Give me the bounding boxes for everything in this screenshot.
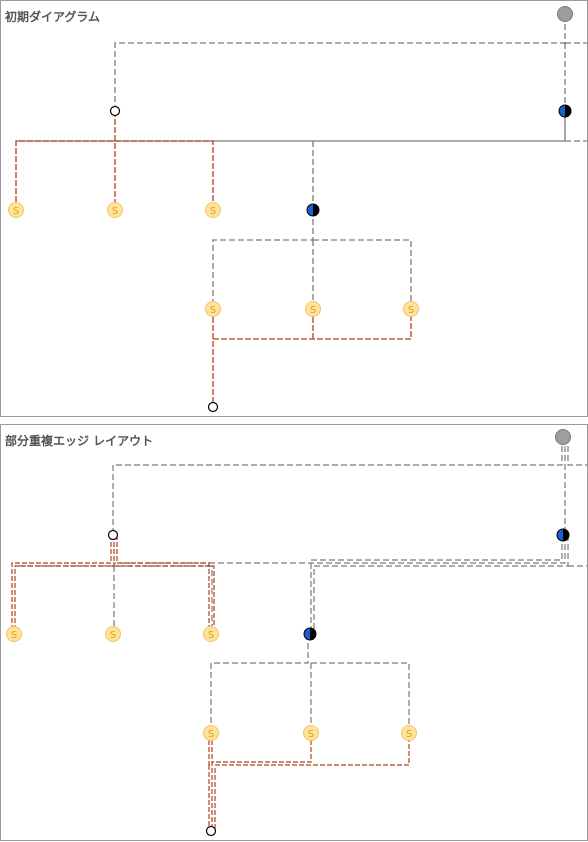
half-filled-node xyxy=(556,528,570,542)
edge xyxy=(16,111,566,142)
s-node: S xyxy=(203,725,219,741)
half-filled-node xyxy=(303,627,317,641)
terminal-node xyxy=(207,401,219,413)
edge xyxy=(311,662,410,733)
s-node: S xyxy=(8,202,24,218)
s-node: S xyxy=(403,301,419,317)
svg-text:S: S xyxy=(110,630,116,641)
svg-text:S: S xyxy=(112,206,118,217)
svg-text:S: S xyxy=(308,729,314,740)
edge xyxy=(14,535,115,634)
svg-text:S: S xyxy=(208,729,214,740)
edge xyxy=(15,140,214,210)
svg-text:S: S xyxy=(210,305,216,316)
s-node: S xyxy=(6,626,22,642)
s-node: S xyxy=(105,626,121,642)
svg-text:S: S xyxy=(11,630,17,641)
s-node: S xyxy=(205,301,221,317)
initial-diagram-canvas: S S S S S S xyxy=(8,6,587,413)
edge xyxy=(211,733,410,766)
svg-text:S: S xyxy=(210,206,216,217)
edge xyxy=(313,239,412,309)
svg-text:S: S xyxy=(408,305,414,316)
s-node: S xyxy=(203,626,219,642)
panel-title: 初期ダイアグラム xyxy=(5,10,101,24)
edge xyxy=(112,437,563,535)
overlap-layout-canvas: S S S S S S xyxy=(6,429,587,837)
half-filled-node xyxy=(306,203,320,217)
s-node: S xyxy=(205,202,221,218)
s-node: S xyxy=(401,725,417,741)
svg-text:S: S xyxy=(406,729,412,740)
edge xyxy=(567,437,587,466)
svg-text:S: S xyxy=(13,206,19,217)
terminal-node xyxy=(205,825,217,837)
edge xyxy=(11,535,112,634)
root-node xyxy=(557,6,573,22)
panel-title: 部分重複エッジ レイアウト xyxy=(5,434,154,448)
overlap-layout-panel: 部分重複エッジ レイアウト xyxy=(0,424,588,841)
svg-text:S: S xyxy=(208,630,214,641)
edge xyxy=(18,565,213,634)
edge xyxy=(113,535,566,564)
edge xyxy=(114,15,566,111)
s-node: S xyxy=(305,301,321,317)
edge xyxy=(114,565,215,634)
edge xyxy=(310,535,563,634)
junction-node xyxy=(107,529,119,541)
s-node: S xyxy=(303,725,319,741)
root-node xyxy=(555,429,571,445)
edge xyxy=(116,535,210,634)
edge xyxy=(212,733,312,763)
junction-node xyxy=(109,105,121,117)
initial-diagram-panel: 初期ダイアグラム xyxy=(0,0,588,417)
edge xyxy=(210,634,309,733)
half-filled-node xyxy=(558,104,572,118)
s-node: S xyxy=(107,202,123,218)
svg-text:S: S xyxy=(310,305,316,316)
edge xyxy=(313,535,569,634)
edge xyxy=(213,309,412,340)
edge xyxy=(212,210,314,309)
